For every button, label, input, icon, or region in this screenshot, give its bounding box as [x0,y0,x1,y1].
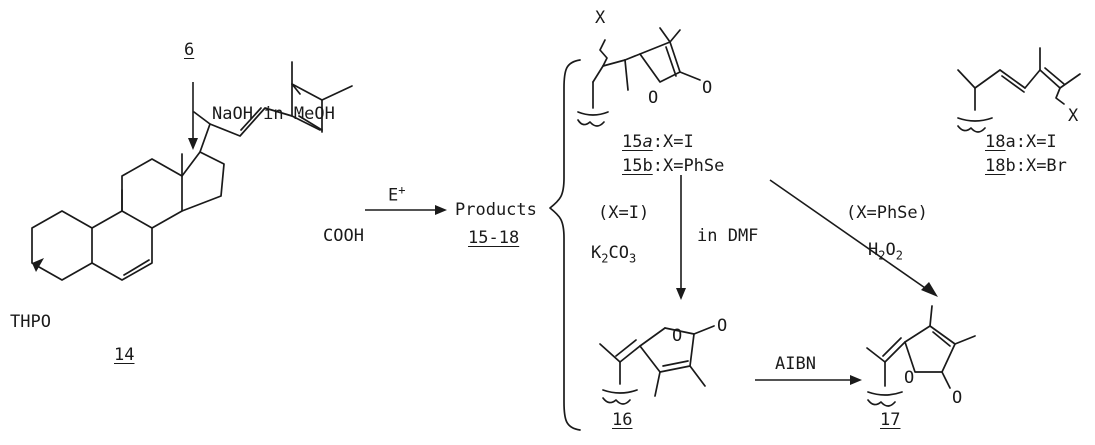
electrophile-symbol: E [388,185,399,206]
steroid-14-structure [31,61,353,281]
compound-15-ring-o: O [648,88,659,108]
compound-14-cooh: COOH [323,226,364,246]
electrophile-charge: + [398,183,406,197]
products-label: Products [455,200,537,220]
compound-14-label: 14 [114,345,135,365]
products-range: 15-18 [468,228,520,248]
aibn-reagent: AIBN [775,354,816,374]
arrow-15-to-17 [769,179,938,297]
compound-15a-suffix: a [642,132,653,152]
base-co: CO [608,243,629,263]
compound-17-label: 17 [880,410,901,430]
condition-17-oxidant: H2O2 [868,240,903,265]
curly-brace [549,59,581,431]
compound-15a-label: 15a:X=I [622,132,694,152]
oxidant-sub-2: 2 [895,248,903,263]
step1-reagent: NaOH in MeOH [212,104,335,124]
compound-15b-definition: :X=PhSe [652,156,725,176]
compound-17-carbonyl-o: O [952,388,963,408]
base-sub-2: 2 [601,251,609,266]
lactone-16-structure [599,325,715,405]
oxidant-o: O [885,240,896,260]
compound-15-carbonyl-o: O [702,78,713,98]
base-k: K [591,243,602,263]
compound-18a-number: 18 [985,132,1006,152]
condition-17-case: (X=PhSe) [846,203,928,223]
compound-16-label: 16 [612,410,633,430]
compound-18b-definition: b:X=Br [1005,156,1067,176]
compound-18b-label: 18b:X=Br [985,156,1067,176]
step2-reagent: E+ [388,180,405,206]
oxidant-h: H [868,240,879,260]
compound-16-carbonyl-o: O [717,316,728,336]
compound-18a-label: 18a:X=I [985,132,1057,152]
compound-16-ring-o: O [672,326,683,346]
compound-18a-definition: a:X=I [1005,132,1057,152]
arrow-6-to-14 [188,82,198,150]
condition-16-case: (X=I) [598,203,650,223]
compound-14-thpo: THPO [10,312,51,332]
arrow-14-to-products [365,205,447,215]
condition-16-base: K2CO3 [591,243,636,268]
compound-15a-definition: :X=I [652,132,694,152]
diene-18-structure [957,47,1081,133]
lactone-15-structure [577,27,701,127]
compound-18-x: X [1068,106,1079,126]
compound-15a-number: 15 [622,132,643,152]
base-sub-3: 3 [628,251,637,266]
oxidant-sub-1: 2 [878,248,886,263]
compound-18b-number: 18 [985,156,1006,176]
compound-15b-number: 15 [622,156,643,176]
compound-15b-suffix: b [642,156,653,176]
arrow-16-to-17 [755,375,862,385]
compound-6-label: 6 [184,40,195,60]
arrow-15-to-16 [676,175,686,300]
condition-16-solvent: in DMF [697,226,759,246]
compound-15b-label: 15b:X=PhSe [622,156,724,176]
compound-15-x: X [595,8,606,28]
compound-17-ring-o: O [904,368,915,388]
lactone-17-structure [866,305,976,407]
